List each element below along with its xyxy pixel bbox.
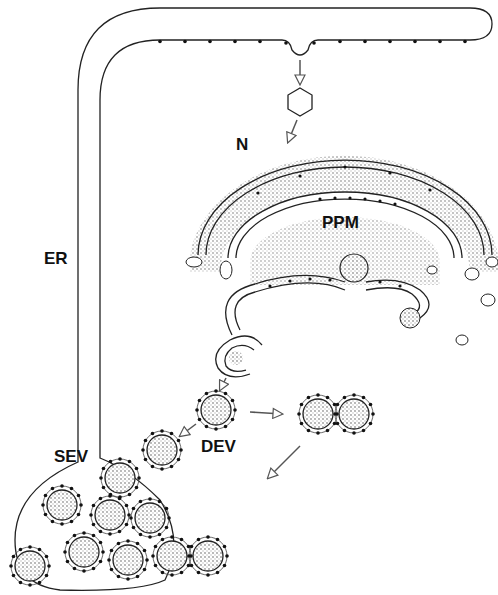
sev-label: SEV	[54, 448, 88, 465]
ppm-label: PPM	[322, 214, 359, 231]
er-label: ER	[44, 250, 68, 267]
dev-label: DEV	[201, 438, 236, 455]
nucleus-label: N	[236, 136, 248, 153]
